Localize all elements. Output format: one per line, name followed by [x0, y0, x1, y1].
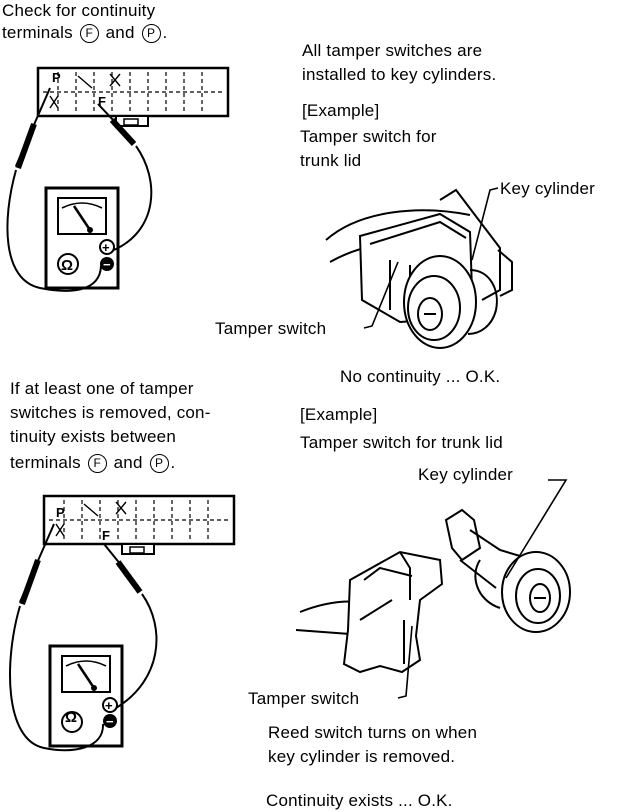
terminal-p-marker-bottom: P [149, 454, 169, 473]
connector-p-label-bottom: P [56, 505, 65, 520]
tamper-switch-title-bottom: Tamper switch for trunk lid [300, 433, 503, 452]
all-tamper-line1: All tamper switches are [302, 41, 483, 60]
key-cylinder-label-top: Key cylinder [500, 179, 595, 198]
example-label-top: [Example] [302, 101, 380, 120]
ohm-symbol-top: Ω [61, 257, 73, 274]
tamper-switch-title-top-2: trunk lid [300, 151, 362, 170]
tamper-switch-label-bottom: Tamper switch [248, 689, 360, 708]
minus-terminal-top: − [103, 257, 111, 272]
period-bottom: . [170, 453, 176, 472]
example-label-bottom: [Example] [300, 405, 378, 424]
probe-leads-bottom [9, 523, 158, 752]
tamper-switch-title-top-1: Tamper switch for [300, 127, 437, 146]
leader-lines-bottom [397, 479, 568, 699]
terminal-f-marker-bottom: F [87, 454, 107, 473]
all-tamper-line2: installed to key cylinders. [302, 65, 497, 84]
plus-terminal-top: + [102, 240, 110, 255]
terminals-word-bottom: terminals [10, 453, 81, 472]
minus-terminal-bottom: − [106, 714, 114, 729]
connector-bottom: P F [42, 494, 236, 556]
connector-top: P F [36, 66, 230, 128]
plus-terminal-bottom: + [105, 698, 113, 713]
ohmmeter-bottom: Ω + − [48, 644, 124, 748]
and-word-bottom: and [113, 453, 143, 472]
reed-switch-note-2: key cylinder is removed. [268, 747, 456, 766]
removed-line4: terminals F and P. [10, 452, 175, 474]
connector-f-label-top: F [98, 94, 106, 109]
connector-p-label-top: P [52, 70, 61, 85]
leader-lines-top [363, 187, 499, 329]
probe-leads-top [6, 87, 153, 292]
no-continuity-result: No continuity ... O.K. [340, 367, 501, 386]
check-continuity-line2: terminals F and P. [2, 22, 167, 44]
tamper-switch-label-top: Tamper switch [215, 319, 327, 338]
removed-line2: switches is removed, con- [10, 403, 211, 422]
removed-line1: If at least one of tamper [10, 379, 194, 398]
connector-f-label-bottom: F [102, 528, 110, 543]
terminals-word: terminals [2, 23, 73, 42]
continuity-exists-result: Continuity exists ... O.K. [266, 791, 453, 810]
ohm-symbol-bottom: Ω [65, 709, 77, 726]
key-cylinder-label-bottom: Key cylinder [418, 465, 513, 484]
period: . [162, 23, 168, 42]
ohmmeter-top: Ω + − [44, 186, 120, 290]
check-continuity-line1: Check for continuity [2, 1, 156, 20]
reed-switch-note-1: Reed switch turns on when [268, 723, 478, 742]
tamper-switch-illustration-bottom [295, 508, 571, 674]
tamper-switch-illustration-top [325, 188, 513, 349]
and-word: and [105, 23, 135, 42]
terminal-p-marker: P [141, 24, 161, 43]
removed-line3: tinuity exists between [10, 427, 176, 446]
terminal-f-marker: F [79, 24, 99, 43]
